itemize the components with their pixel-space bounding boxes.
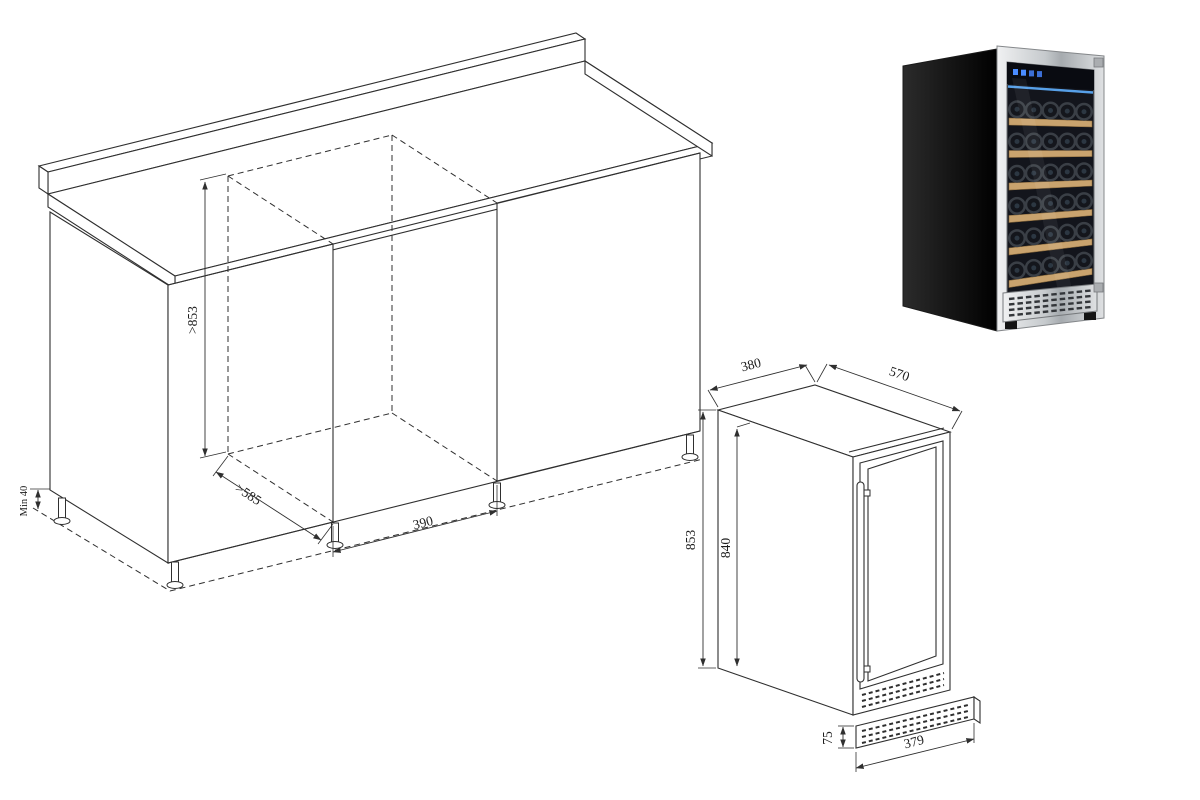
foot xyxy=(53,497,71,525)
glass-reflection xyxy=(1012,78,1072,291)
wine-shelf xyxy=(1008,238,1093,256)
wine-bottle xyxy=(1048,201,1053,206)
wine-cooler-product-photo xyxy=(902,45,1105,332)
wine-bottle xyxy=(1031,202,1037,208)
niche-back-top-edge xyxy=(227,134,393,177)
wine-bottle xyxy=(1064,230,1070,236)
wine-bottle xyxy=(1048,139,1053,144)
unit-door-top-line xyxy=(848,427,945,453)
cooler-side-panel xyxy=(902,48,998,332)
door-hinge xyxy=(1093,57,1104,68)
cabinet-front-left-panel xyxy=(167,243,334,564)
dim-label-niche-height: >853 xyxy=(185,306,200,334)
wine-bottle xyxy=(1014,267,1020,273)
dim-top-width: 380 xyxy=(707,355,816,408)
wine-bottle xyxy=(1081,139,1087,144)
wine-bottle xyxy=(1014,203,1020,209)
interior-led-light xyxy=(1007,85,1094,94)
dim-label-cabinet-height: 840 xyxy=(718,538,733,559)
unit-front-face xyxy=(852,431,951,716)
foot xyxy=(166,561,184,589)
floor-line xyxy=(32,458,704,592)
wine-bottle xyxy=(1064,199,1070,205)
countertop-right-edge xyxy=(584,59,713,158)
wine-bottle xyxy=(1081,168,1087,174)
wine-bottle xyxy=(1048,263,1053,268)
cabinet-front-right-panel xyxy=(496,152,701,482)
dim-niche-width: 390 xyxy=(332,485,498,557)
cabinet-bottom-front-edge xyxy=(167,430,701,564)
cooler-foot xyxy=(1005,321,1017,329)
wine-bottle xyxy=(1048,232,1053,237)
dim-label-overall-height: 853 xyxy=(683,530,698,551)
dim-top-depth: 570 xyxy=(816,363,963,430)
unit-outline-drawing: 380 570 853 840 379 xyxy=(683,355,981,772)
wine-bottle xyxy=(1081,258,1087,264)
dim-label-floor-clearance: Min 40 xyxy=(19,486,30,517)
dim-niche-height: >853 xyxy=(185,173,227,459)
cooler-vent-grille xyxy=(1002,283,1098,323)
dim-vent-height: 75 xyxy=(820,725,854,749)
control-panel-led-display xyxy=(1013,69,1042,78)
wine-bottle xyxy=(1064,260,1070,266)
niche-hidden-edges xyxy=(227,134,498,523)
door-hinge xyxy=(1093,282,1104,293)
unit-side-face xyxy=(717,409,854,716)
dim-label-vent-width: 379 xyxy=(902,732,926,752)
wine-bottle xyxy=(1081,198,1087,204)
dim-label-top-width: 380 xyxy=(739,355,763,375)
dim-vent-width: 379 xyxy=(855,723,975,772)
dim-label-top-depth: 570 xyxy=(887,363,911,384)
niche-back-bottom-edge xyxy=(227,412,393,455)
wine-bottle xyxy=(1014,171,1020,177)
dim-overall-height: 853 xyxy=(683,409,716,669)
unit-door-handle xyxy=(856,481,871,683)
wine-shelf xyxy=(1008,117,1093,128)
dim-label-niche-width: 390 xyxy=(411,513,435,533)
wine-bottle xyxy=(1031,139,1037,144)
cabinet-top-front-edge xyxy=(167,152,701,286)
wine-bottle xyxy=(1064,108,1070,114)
niche-top-right-edge xyxy=(391,134,498,204)
wine-bottle xyxy=(1014,139,1020,144)
wine-bottle xyxy=(1064,169,1070,175)
dim-cabinet-height: 840 xyxy=(718,422,751,667)
wine-shelf xyxy=(1008,179,1093,191)
wine-shelf xyxy=(1008,209,1093,223)
wine-shelf xyxy=(1008,150,1093,158)
unit-bottom-vent xyxy=(861,672,945,708)
cooler-control-panel xyxy=(1007,62,1094,90)
wine-bottle xyxy=(1031,107,1037,113)
wine-bottle xyxy=(1014,106,1020,112)
dim-floor-clearance: Min 40 xyxy=(19,486,50,517)
wine-bottle xyxy=(1048,170,1053,175)
wine-bottle xyxy=(1014,235,1020,241)
wine-bottle xyxy=(1081,109,1087,115)
wine-bottle xyxy=(1081,228,1087,234)
foot xyxy=(326,522,344,549)
unit-door-glass xyxy=(867,446,937,682)
dim-label-vent-height: 75 xyxy=(820,731,835,745)
cabinet-niche-drawing: >853 >585 390 Min 40 xyxy=(19,32,714,592)
wine-bottle xyxy=(1031,265,1037,271)
wine-bottle xyxy=(1031,170,1037,176)
wine-bottle xyxy=(1048,108,1053,113)
niche-floor-right-edge xyxy=(391,412,498,482)
wine-bottle xyxy=(1064,139,1070,144)
wine-shelf xyxy=(1008,268,1093,288)
niche-top-left-edge xyxy=(227,175,334,245)
cooler-foot xyxy=(1084,312,1096,320)
wine-bottle xyxy=(1031,233,1037,239)
foot xyxy=(681,434,699,461)
wine-bottles-and-shelves xyxy=(1008,100,1093,288)
